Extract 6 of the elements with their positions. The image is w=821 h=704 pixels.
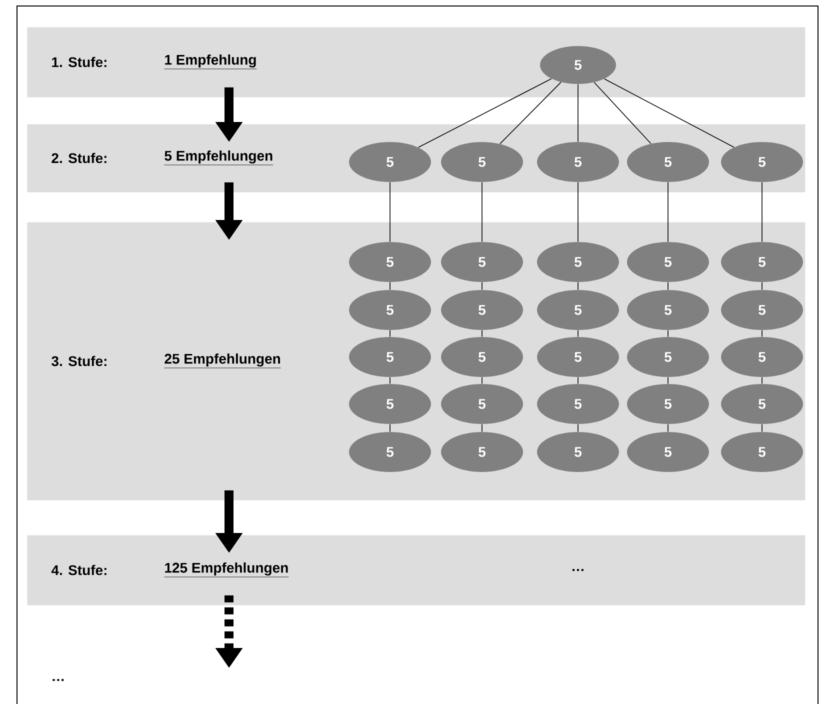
- stage-band: 4. Stufe: 125 Empfehlungen …: [27, 535, 806, 606]
- connector-line: [604, 78, 734, 148]
- connector-line: [594, 82, 652, 144]
- connector-line: [418, 78, 552, 148]
- ellipsis-label: …: [52, 678, 64, 682]
- connector-line: [500, 82, 562, 144]
